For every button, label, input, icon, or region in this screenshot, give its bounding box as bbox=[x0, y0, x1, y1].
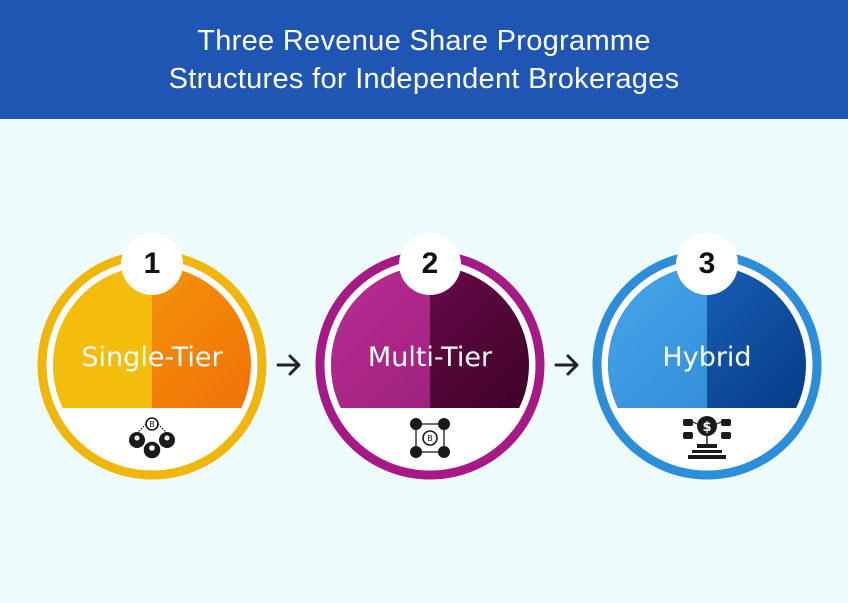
step-3-circle bbox=[592, 233, 822, 480]
network-people-icon: B bbox=[129, 417, 175, 460]
svg-text:B: B bbox=[149, 420, 155, 429]
page-title-line-2: Structures for Independent Brokerages bbox=[168, 62, 680, 95]
arrow-right-icon bbox=[554, 354, 579, 376]
svg-text:B: B bbox=[427, 434, 433, 443]
step-2-label: Multi-Tier bbox=[367, 342, 493, 373]
step-3-label: Hybrid bbox=[662, 342, 752, 373]
hybrid-dollar-network-icon: $ bbox=[683, 416, 731, 459]
title-banner: Three Revenue Share Programme Structures… bbox=[0, 0, 848, 119]
step-1-label: Single-Tier bbox=[81, 342, 223, 373]
multi-level-network-icon: B bbox=[410, 418, 450, 458]
step-1-circle bbox=[37, 233, 267, 480]
step-1-number: 1 bbox=[143, 247, 161, 280]
step-2-number: 2 bbox=[421, 247, 439, 280]
step-2-circle bbox=[315, 233, 545, 480]
page-title-line-1: Three Revenue Share Programme bbox=[197, 24, 651, 57]
svg-text:$: $ bbox=[702, 420, 711, 435]
arrow-right-icon bbox=[276, 354, 301, 376]
step-3-number: 3 bbox=[698, 247, 716, 280]
